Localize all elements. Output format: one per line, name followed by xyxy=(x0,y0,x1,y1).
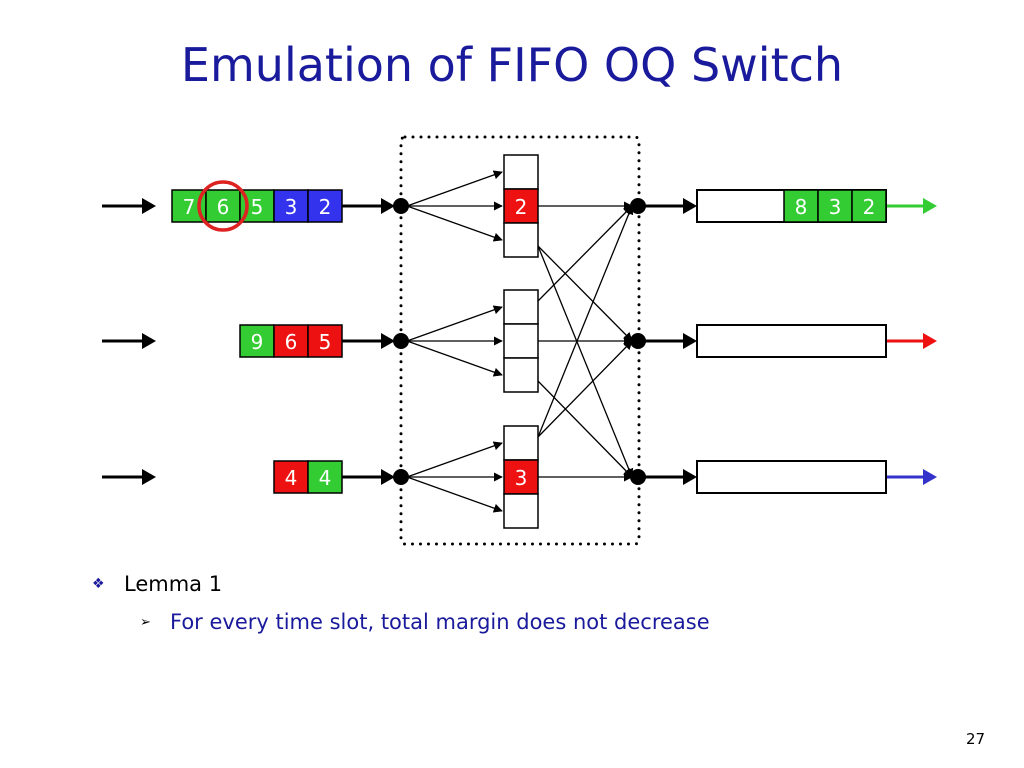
fanout-line xyxy=(406,441,503,478)
bullet-lemma: ❖ Lemma 1 xyxy=(92,572,222,596)
crossbar-line xyxy=(537,380,633,478)
bullet-text: Lemma 1 xyxy=(124,572,223,596)
buffer-slot xyxy=(503,323,539,359)
switch-to-output-arrow-1-head xyxy=(683,333,697,349)
output-port-dot xyxy=(630,469,646,485)
departure-arrow-0-head xyxy=(923,198,937,214)
fanout-line xyxy=(406,305,503,342)
input-cell-label: 4 xyxy=(285,466,298,490)
buffer-slot xyxy=(503,222,539,258)
crossbar-line xyxy=(537,245,633,342)
output-cell-label: 2 xyxy=(863,195,876,219)
output-port-dot xyxy=(630,198,646,214)
crossbar-line xyxy=(537,205,633,302)
input-port-dot xyxy=(393,469,409,485)
slide-title: Emulation of FIFO OQ Switch xyxy=(180,38,844,92)
input-arrow-0-head xyxy=(142,198,156,214)
switch-to-output-arrow-0-head xyxy=(683,198,697,214)
arrow-bullet-icon: ➢ xyxy=(140,614,151,630)
output-queue xyxy=(696,324,887,358)
buffer-slot xyxy=(503,425,539,461)
buffer-slot-label: 3 xyxy=(515,466,528,490)
input-cell-label: 5 xyxy=(251,195,264,219)
fanout-line xyxy=(406,476,503,513)
departure-arrow-2-head xyxy=(923,469,937,485)
buffer-slot xyxy=(503,289,539,325)
sub-bullet-text: For every time slot, total margin does n… xyxy=(170,610,710,634)
output-cell xyxy=(851,189,887,223)
fanout-line xyxy=(406,170,503,207)
output-queue xyxy=(696,460,887,494)
input-cell-label: 5 xyxy=(319,330,332,354)
buffer-slot-label: 2 xyxy=(515,195,528,219)
input-cell-label: 4 xyxy=(319,466,332,490)
sub-bullet-margin: ➢ For every time slot, total margin does… xyxy=(140,610,710,634)
input-cell-label: 6 xyxy=(217,195,230,219)
input-cell xyxy=(307,460,343,494)
buffer-slot xyxy=(503,459,539,495)
input-port-dot xyxy=(393,198,409,214)
queue-to-switch-arrow-1-head xyxy=(381,333,395,349)
buffer-slot xyxy=(503,154,539,190)
page-number: 27 xyxy=(966,730,986,748)
crossbar-line xyxy=(537,340,633,438)
input-cell-label: 3 xyxy=(285,195,298,219)
queue-to-switch-arrow-2-head xyxy=(381,469,395,485)
input-port-dot xyxy=(393,333,409,349)
input-cell xyxy=(273,460,309,494)
input-cell xyxy=(273,189,309,223)
diamond-bullet-icon: ❖ xyxy=(92,576,105,592)
output-cell-label: 8 xyxy=(795,195,808,219)
input-cell-label: 6 xyxy=(285,330,298,354)
departure-arrow-1-head xyxy=(923,333,937,349)
input-cell xyxy=(307,324,343,358)
queue-to-switch-arrow-0-head xyxy=(381,198,395,214)
crossbar-line xyxy=(537,205,634,438)
switch-to-output-arrow-2-head xyxy=(683,469,697,485)
buffer-slot xyxy=(503,493,539,529)
highlight-circle xyxy=(197,180,249,232)
fanout-line xyxy=(406,340,503,377)
input-arrow-2-head xyxy=(142,469,156,485)
output-cell xyxy=(817,189,853,223)
input-cell xyxy=(239,324,275,358)
input-cell xyxy=(273,324,309,358)
buffer-slot xyxy=(503,188,539,224)
input-cell-label: 9 xyxy=(251,330,264,354)
buffer-slot xyxy=(503,357,539,393)
input-arrow-1-head xyxy=(142,333,156,349)
input-cell xyxy=(307,189,343,223)
input-cell-label: 7 xyxy=(183,195,196,219)
output-port-dot xyxy=(630,333,646,349)
output-cell-label: 3 xyxy=(829,195,842,219)
fanout-line xyxy=(406,205,503,242)
input-cell-label: 2 xyxy=(319,195,332,219)
crossbar-line xyxy=(537,245,634,478)
